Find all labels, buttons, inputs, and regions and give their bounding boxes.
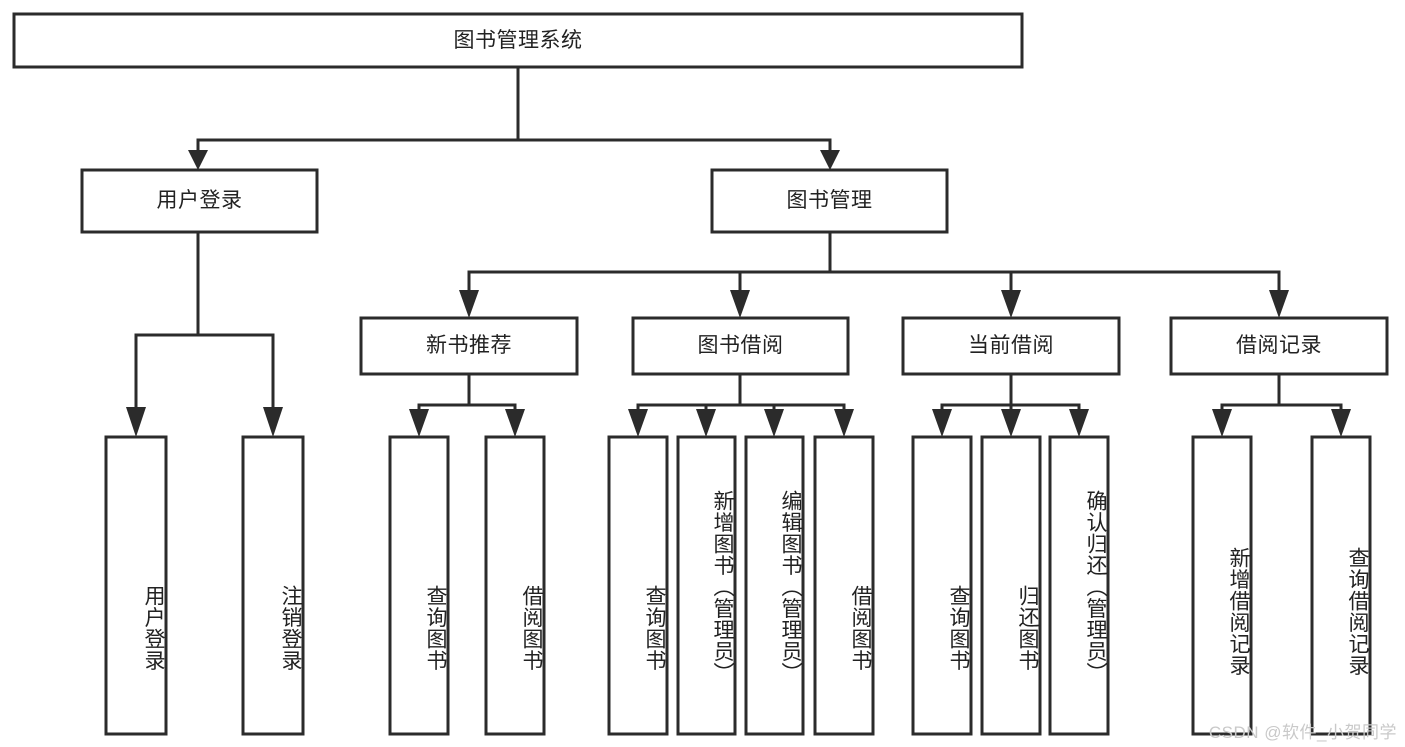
arrow-head-borrow-edit [764, 409, 784, 437]
csdn-watermark: CSDN @软件_小贺同学 [1208, 723, 1397, 742]
node-box-root[interactable] [12, 12, 1024, 69]
arrow-head-record-query [1331, 409, 1351, 437]
arrow-head-current-borrow [1001, 290, 1021, 318]
node-box-leaf-record-query[interactable] [1310, 435, 1372, 736]
arrow-head-record-add [1212, 409, 1232, 437]
node-box-leaf-borrow-add[interactable] [676, 435, 737, 736]
arrow-head-borrow-lend [834, 409, 854, 437]
arrow-head-current-return [1001, 409, 1021, 437]
node-box-leaf-current-return[interactable] [980, 435, 1042, 736]
arrow-head-new-book-recommend [459, 290, 479, 318]
node-box-leaf-recommend-borrow[interactable] [484, 435, 546, 736]
node-box-user-login[interactable] [80, 168, 319, 234]
arrow-head-book-manage [820, 150, 840, 170]
arrow-head-borrow-record [1269, 290, 1289, 318]
node-box-leaf-borrow-lend[interactable] [813, 435, 875, 736]
arrow-head-recommend-query [409, 409, 429, 437]
node-box-leaf-borrow-edit[interactable] [744, 435, 805, 736]
arrow-head-current-query [932, 409, 952, 437]
node-box-leaf-current-confirm[interactable] [1048, 435, 1110, 736]
node-box-leaf-logout[interactable] [241, 435, 305, 736]
node-box-current-borrow[interactable] [901, 316, 1121, 376]
arrow-head-recommend-borrow [505, 409, 525, 437]
node-box-leaf-record-add[interactable] [1191, 435, 1253, 736]
node-box-book-manage[interactable] [710, 168, 949, 234]
node-layer [12, 12, 1389, 736]
node-box-book-borrow[interactable] [631, 316, 850, 376]
node-box-borrow-record[interactable] [1169, 316, 1389, 376]
connector-layer [126, 65, 1351, 437]
arrow-head-book-borrow [730, 290, 750, 318]
arrow-head-leaf-user-login [126, 407, 146, 437]
node-box-leaf-user-login[interactable] [104, 435, 168, 736]
arrow-head-borrow-query [628, 409, 648, 437]
arrow-head-leaf-logout [263, 407, 283, 437]
arrow-head-borrow-add [696, 409, 716, 437]
node-box-leaf-recommend-query[interactable] [388, 435, 450, 736]
node-box-leaf-borrow-query[interactable] [607, 435, 669, 736]
node-box-new-book-recommend[interactable] [359, 316, 579, 376]
arrow-head-user-login [188, 150, 208, 170]
node-box-leaf-current-query[interactable] [911, 435, 973, 736]
arrow-head-current-confirm [1069, 409, 1089, 437]
